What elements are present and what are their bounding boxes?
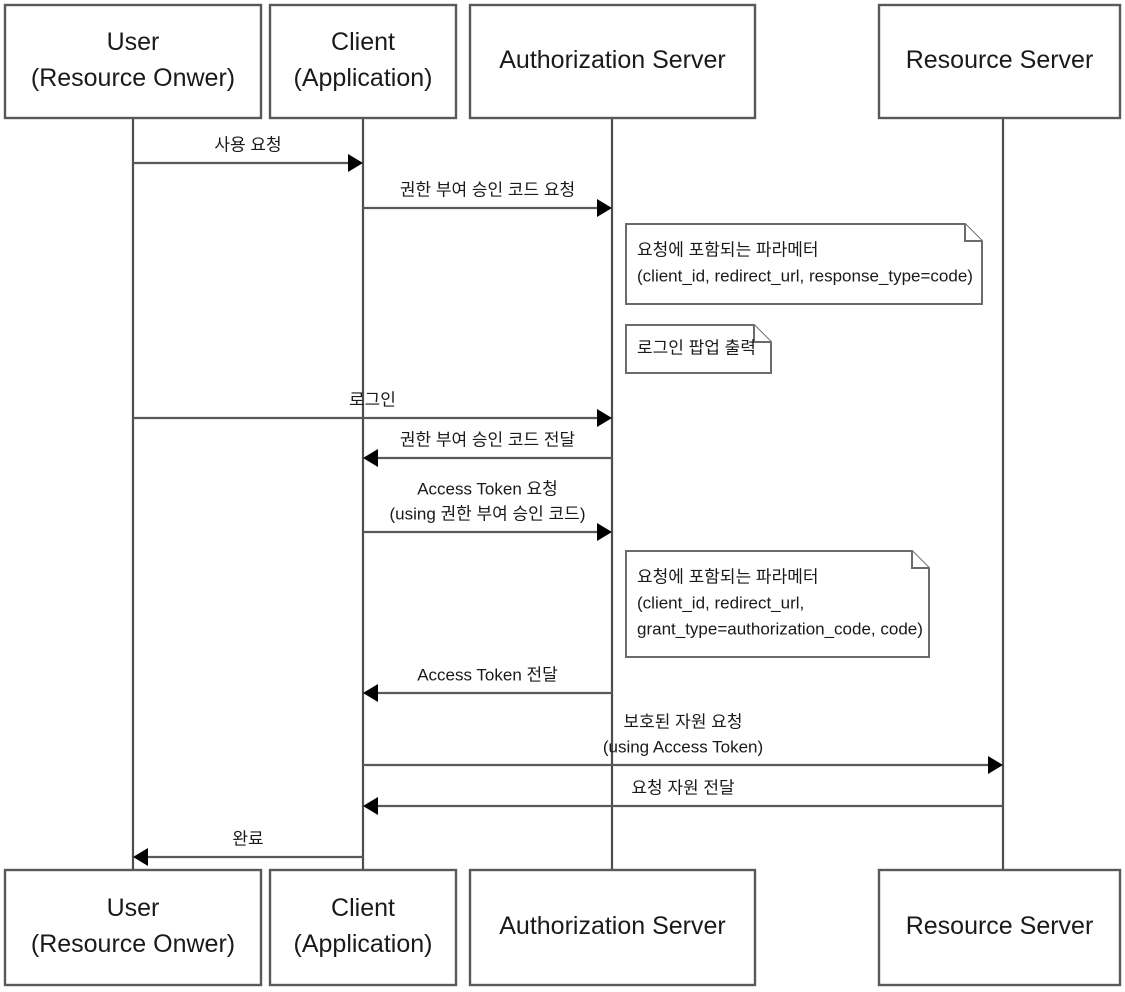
- msg-protected-resource-request[interactable]: 보호된 자원 요청 (using Access Token): [363, 712, 1003, 774]
- participant-name-line1: User: [107, 28, 160, 56]
- message-label-line2: (using Access Token): [603, 737, 763, 756]
- participant-boxes-layer: User (Resource Onwer) User (Resource Onwer)…: [3, 3, 1122, 987]
- note-frame: [625, 324, 772, 374]
- notes-layer: 요청에 포함되는 파라메터 (client_id, redirect_url, r…: [625, 223, 983, 658]
- note-text-line: 요청에 포함되는 파라메터: [637, 240, 819, 259]
- note-token-request-params[interactable]: 요청에 포함되는 파라메터 (client_id, redirect_url,gr…: [625, 550, 930, 658]
- note-login-popup[interactable]: 로그인 팝업 출력: [625, 324, 772, 374]
- note-frame: [625, 550, 930, 658]
- msg-access-token-deliver[interactable]: Access Token 전달: [363, 665, 612, 702]
- msg-access-token-request[interactable]: Access Token 요청 (using 권한 부여 승인 코드): [363, 479, 612, 541]
- message-arrowhead: [363, 449, 378, 467]
- note-text-line: grant_type=authorization_code, code): [637, 619, 923, 638]
- message-label-line1: 사용 요청: [214, 135, 281, 154]
- participant-name-line1: Resource Server: [906, 912, 1094, 940]
- note-frame: [625, 223, 983, 305]
- participant-box-bottom-client[interactable]: Client (Application): [268, 868, 458, 987]
- lifelines-layer: [131, 118, 1005, 870]
- participant-name-line2: (Application): [294, 930, 433, 958]
- participant-name-line2: (Application): [294, 64, 433, 92]
- participant-name-line2: (Resource Onwer): [31, 64, 235, 92]
- note-fold-corner-icon: [911, 551, 929, 569]
- message-label-line1: 권한 부여 승인 코드 요청: [400, 180, 575, 199]
- message-arrowhead: [988, 756, 1003, 774]
- message-arrowhead: [363, 684, 378, 702]
- message-arrowhead: [133, 848, 148, 866]
- participant-box-top-client[interactable]: Client (Application): [268, 3, 458, 120]
- participant-name-line1: Resource Server: [906, 46, 1094, 74]
- participant-box-frame: [3, 3, 263, 120]
- msg-resource-deliver[interactable]: 요청 자원 전달: [363, 778, 1003, 815]
- note-auth-request-params[interactable]: 요청에 포함되는 파라메터 (client_id, redirect_url, r…: [625, 223, 983, 305]
- msg-complete[interactable]: 완료: [133, 829, 363, 866]
- participant-name-line1: Client: [331, 28, 395, 56]
- msg-auth-code-deliver[interactable]: 권한 부여 승인 코드 전달: [363, 430, 612, 467]
- participant-name-line1: Authorization Server: [499, 912, 726, 940]
- message-label-line1: 요청 자원 전달: [631, 778, 735, 797]
- participant-box-frame: [3, 868, 263, 987]
- participant-box-top-resource-server[interactable]: Resource Server: [877, 3, 1122, 120]
- note-text-line: (client_id, redirect_url, response_type=…: [637, 266, 973, 285]
- participant-box-bottom-resource-server[interactable]: Resource Server: [877, 868, 1122, 987]
- message-arrowhead: [597, 409, 612, 427]
- message-label-line1: 로그인: [349, 390, 396, 409]
- message-label-line1: 권한 부여 승인 코드 전달: [400, 430, 576, 449]
- participant-name-line1: User: [107, 894, 160, 922]
- message-arrowhead: [348, 154, 363, 172]
- message-arrowhead: [363, 797, 378, 815]
- msg-login[interactable]: 로그인: [133, 390, 612, 427]
- message-label-line1: Access Token 전달: [417, 665, 558, 684]
- message-label-line1: Access Token 요청: [417, 479, 558, 498]
- message-label-line1: 보호된 자원 요청: [624, 712, 743, 731]
- participant-name-line1: Authorization Server: [499, 46, 726, 74]
- participant-box-frame: [268, 3, 458, 120]
- msg-auth-code-request[interactable]: 권한 부여 승인 코드 요청: [363, 180, 612, 217]
- message-arrowhead: [597, 523, 612, 541]
- note-text-line: 요청에 포함되는 파라메터: [637, 567, 819, 586]
- participant-box-frame: [468, 3, 757, 120]
- participant-box-frame: [877, 868, 1122, 987]
- message-label-line2: (using 권한 부여 승인 코드): [390, 504, 586, 523]
- participant-name-line1: Client: [331, 894, 395, 922]
- participant-box-top-auth-server[interactable]: Authorization Server: [468, 3, 757, 120]
- message-arrowhead: [597, 199, 612, 217]
- note-text-line: 로그인 팝업 출력: [637, 338, 756, 357]
- participant-box-bottom-user[interactable]: User (Resource Onwer): [3, 868, 263, 987]
- note-fold-corner-icon: [753, 325, 771, 343]
- msg-usage-request[interactable]: 사용 요청: [133, 135, 363, 172]
- participant-box-frame: [468, 868, 757, 987]
- participant-box-frame: [268, 868, 458, 987]
- participant-box-bottom-auth-server[interactable]: Authorization Server: [468, 868, 757, 987]
- note-fold-corner-icon: [964, 224, 982, 242]
- note-text-line: (client_id, redirect_url,: [637, 593, 804, 612]
- participant-name-line2: (Resource Onwer): [31, 930, 235, 958]
- participant-box-top-user[interactable]: User (Resource Onwer): [3, 3, 263, 120]
- participant-box-frame: [877, 3, 1122, 120]
- message-label-line1: 완료: [232, 829, 263, 848]
